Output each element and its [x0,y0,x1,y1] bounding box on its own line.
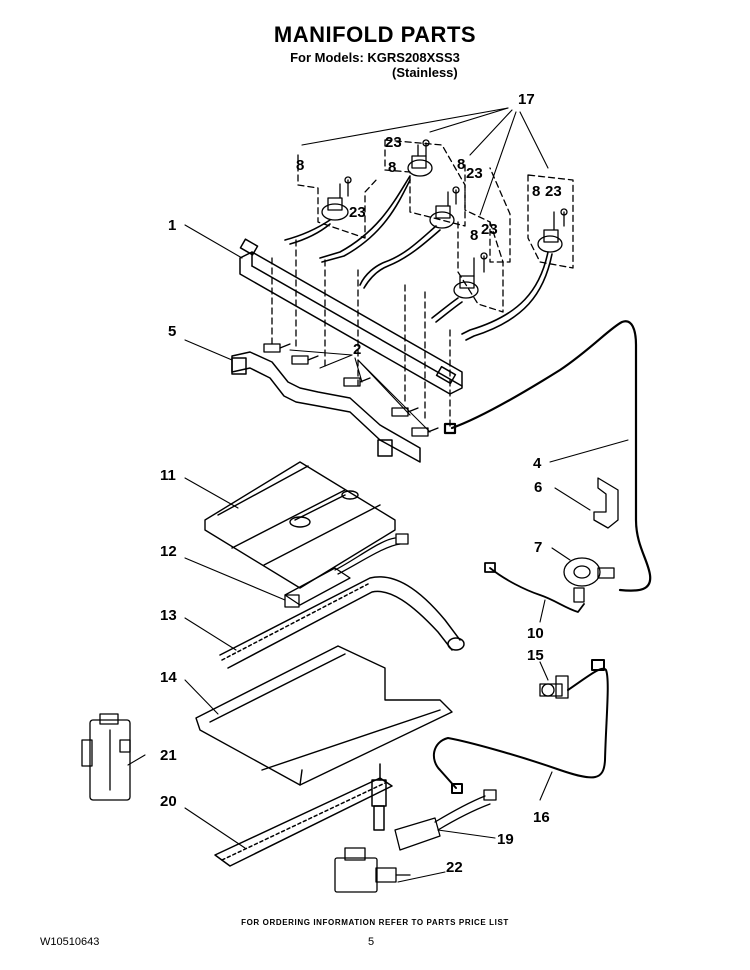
callout-8: 8 [296,157,304,174]
callout-6: 6 [534,479,542,496]
valve-4 [453,252,488,299]
valve-1 [321,176,352,221]
valve-3 [429,186,460,229]
callout-19: 19 [497,831,514,848]
bake-burner [214,763,393,867]
callout-13: 13 [160,607,177,624]
callout-23: 23 [481,221,498,238]
document-number: W10510643 [40,936,100,948]
callout-10: 10 [527,625,544,642]
callout-11: 11 [160,467,176,484]
callout-4: 4 [533,455,542,472]
valve-2 [407,139,433,177]
valve-enclosures [271,139,574,431]
burner-tubes [284,175,553,341]
regulator-tube [484,562,585,613]
oven-supply-tube [432,659,609,794]
callout-labels: 17 23 8 8 23 8 23 8 23 8 23 1 5 2 4 6 7 … [160,91,562,876]
manifold-bar [239,238,463,395]
valve-assemblies [321,139,568,299]
callout-23: 23 [545,183,562,200]
burner-shield [195,645,453,786]
leader-lines [127,107,629,883]
variant-line: (Stainless) [392,65,458,80]
safety-valve [334,847,411,893]
callout-7: 7 [534,539,542,556]
valve-5 [537,208,568,253]
heat-shield [204,461,396,589]
callout-8: 8 [457,156,465,173]
callout-8: 8 [532,183,540,200]
callout-5: 5 [168,323,176,340]
callout-23: 23 [385,134,402,151]
page-number: 5 [368,936,375,948]
orifice-bracket [231,351,421,463]
callout-1: 1 [168,217,176,234]
callout-17: 17 [518,91,535,108]
orifice-spuds [263,343,439,437]
callout-23: 23 [349,204,366,221]
callout-20: 20 [160,793,177,810]
callout-21: 21 [160,747,177,764]
callout-22: 22 [446,859,463,876]
supply-tube [443,320,652,592]
igniter [394,789,497,851]
models-line: For Models: KGRS208XSS3 [290,50,460,65]
callout-23: 23 [466,165,483,182]
callout-8: 8 [388,159,396,176]
callout-16: 16 [533,809,550,826]
regulator [563,557,615,603]
callout-12: 12 [160,543,177,560]
callout-2: 2 [353,341,361,358]
elbow-fitting [539,675,569,699]
ordering-note: FOR ORDERING INFORMATION REFER TO PARTS … [241,918,509,927]
spark-module [284,533,409,608]
callout-14: 14 [160,669,177,686]
page-title: MANIFOLD PARTS [273,22,477,47]
broil-burner-tube [219,576,465,669]
callout-8: 8 [470,227,478,244]
ignitor-switch [81,713,131,801]
bracket [593,477,619,529]
callout-15: 15 [527,647,544,664]
